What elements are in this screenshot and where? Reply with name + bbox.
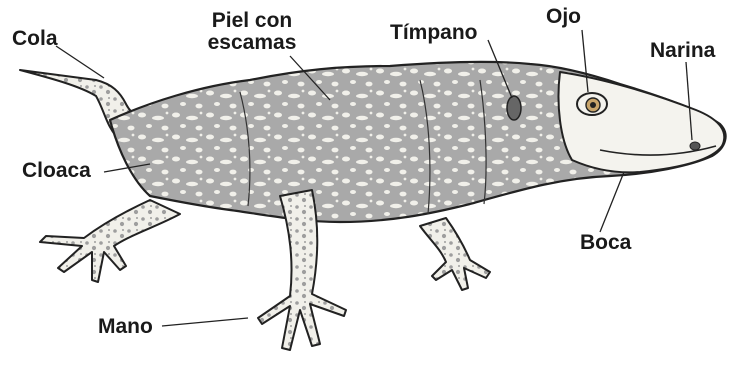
label-mouth: Boca	[580, 232, 631, 254]
label-skin: Piel con escamas	[206, 10, 298, 54]
label-tail: Cola	[12, 28, 58, 50]
label-eye: Ojo	[546, 6, 581, 28]
label-cloaca: Cloaca	[22, 160, 91, 182]
label-nostril: Narina	[650, 40, 715, 62]
label-skin-line2: escamas	[206, 32, 298, 54]
label-skin-line1: Piel con	[206, 10, 298, 32]
head-shape	[559, 72, 725, 172]
label-hand: Mano	[98, 316, 153, 338]
label-eardrum: Tímpano	[390, 22, 478, 44]
eardrum-shape	[507, 96, 521, 120]
back-right-leg	[420, 218, 490, 290]
nostril-shape	[690, 142, 700, 150]
back-left-leg	[40, 200, 180, 282]
